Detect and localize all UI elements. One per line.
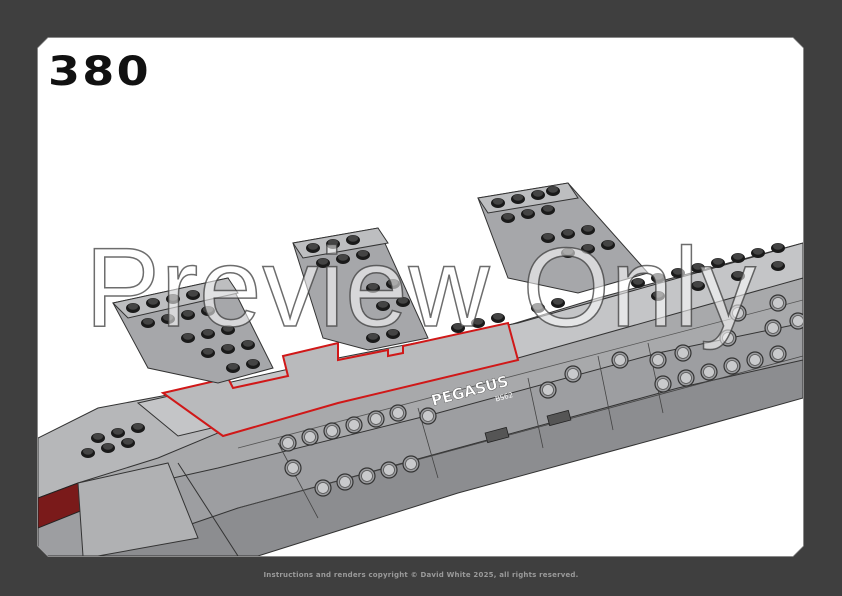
copyright-footer: Instructions and renders copyright © Dav… [263, 571, 579, 579]
preview-watermark: Preview Only [84, 225, 757, 350]
upper-deck [136, 242, 803, 438]
step-number: 380 [48, 49, 151, 95]
instruction-page: 380 [38, 38, 803, 556]
grilles [484, 409, 572, 444]
build-render: PEGASUS BS62 [38, 182, 803, 556]
